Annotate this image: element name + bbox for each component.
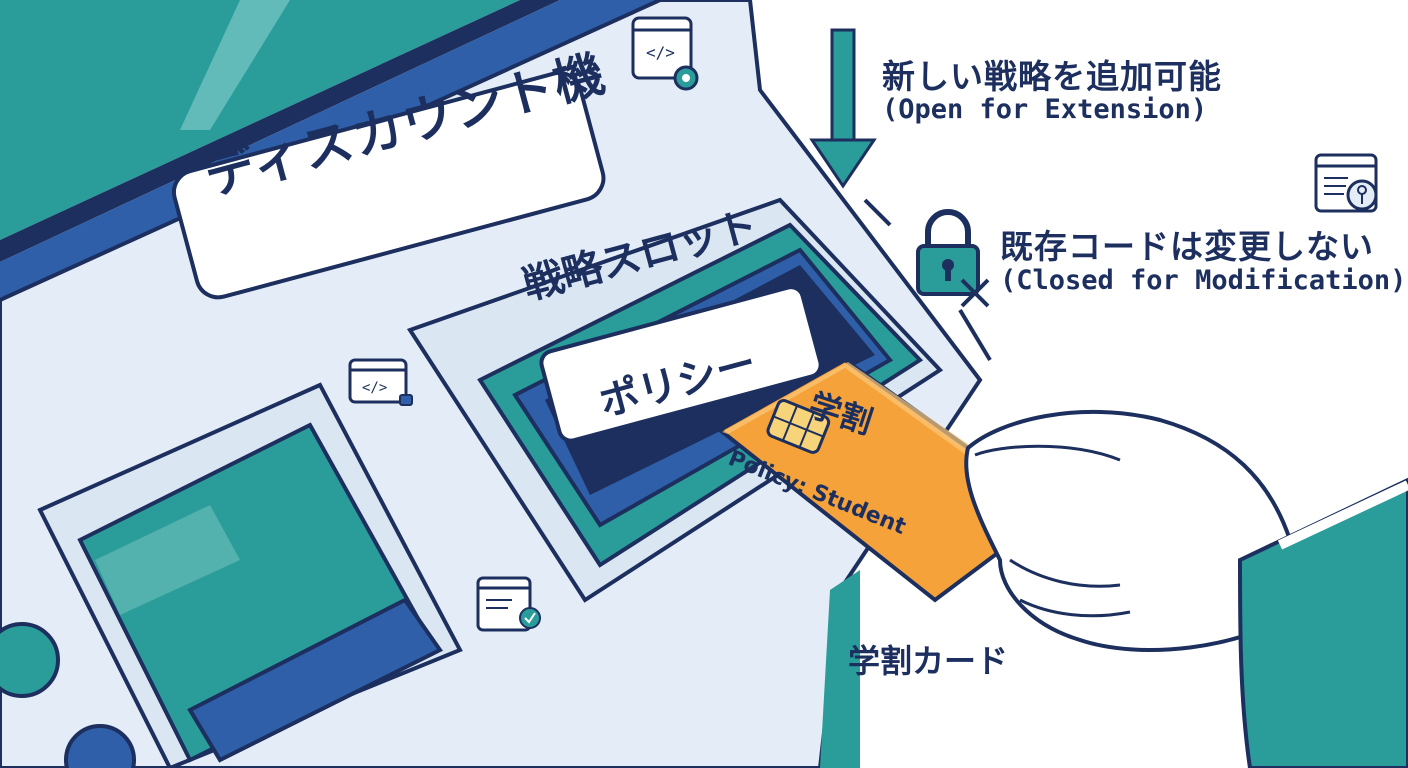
card-caption: 学割カード: [848, 642, 1009, 680]
svg-text:</>: </>: [362, 380, 387, 396]
title-plate: [171, 70, 606, 300]
down-arrow-icon: [809, 28, 877, 189]
lock-x-icon: [916, 209, 990, 308]
panel-highlight: [180, 0, 290, 130]
code-window-icon: </>: [348, 358, 413, 406]
open-principle-jp: 新しい戦略を追加可能: [882, 57, 1222, 96]
round-button-2[interactable]: [64, 724, 136, 768]
machine-side: [820, 570, 860, 768]
policy-plate: [539, 285, 823, 443]
closed-principle-en: (Closed for Modification): [1000, 265, 1407, 296]
card-chip-icon: [766, 399, 831, 454]
closed-principle-jp: 既存コードは変更しない: [1000, 227, 1374, 266]
window-key-icon: [1314, 153, 1378, 213]
open-principle-en: (Open for Extension): [882, 94, 1208, 125]
round-button[interactable]: [0, 622, 60, 698]
svg-text:</>: </>: [646, 43, 675, 62]
code-window-gear-icon: </>: [631, 16, 699, 91]
hand-icon: [964, 409, 1408, 768]
window-check-icon: [476, 576, 541, 632]
student-card[interactable]: [716, 357, 1059, 603]
dispenser: [37, 382, 463, 768]
